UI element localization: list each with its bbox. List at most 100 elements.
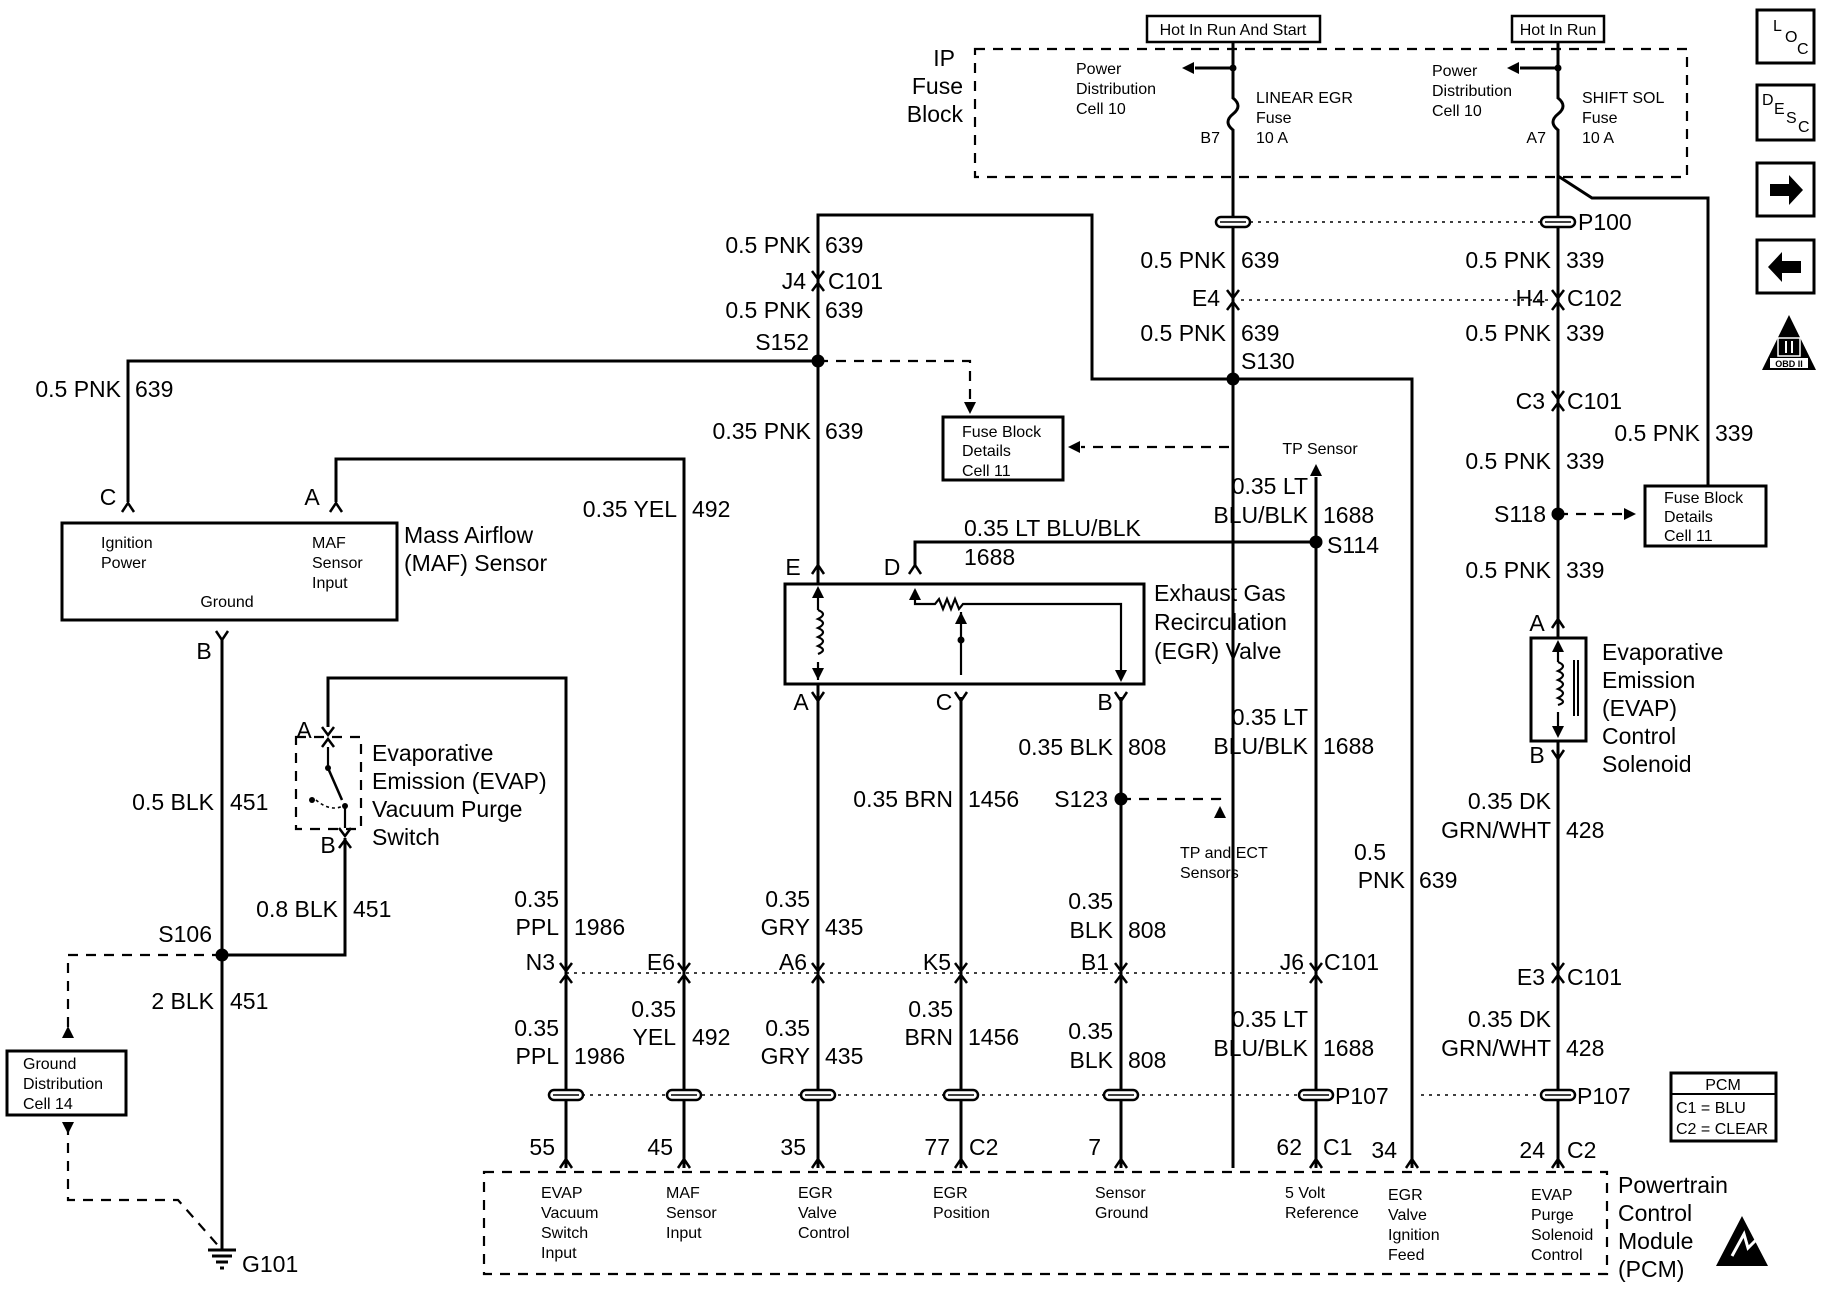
wire-number: 428	[1566, 817, 1604, 843]
wire-label: 0.35 BRN	[853, 786, 953, 812]
wire-number: 1688	[1323, 733, 1374, 759]
pcm-title-1: Powertrain	[1618, 1172, 1728, 1198]
wire-label: 0.8 BLK	[256, 896, 338, 922]
evap-control-solenoid: A B Evaporative Emission (EVAP) Control …	[1529, 610, 1723, 777]
previous-arrow-icon[interactable]	[1755, 238, 1816, 295]
egr-title-1: Exhaust Gas	[1154, 580, 1286, 606]
next-arrow-icon[interactable]	[1755, 161, 1816, 218]
ground-label-g101: G101	[242, 1251, 298, 1277]
wire-label: 0.5 BLK	[132, 789, 214, 815]
connector-pin-j6: J6	[1280, 949, 1304, 975]
splice-label-s123: S123	[1054, 786, 1108, 812]
connector-pin-e3: E3	[1517, 964, 1545, 990]
hot-in-run-and-start-box	[1145, 14, 1322, 44]
obd-ii-icon[interactable]: OBD II	[1762, 315, 1816, 370]
linear-egr-fuse-label-1: LINEAR EGR	[1256, 90, 1353, 107]
pcm-fn-evap-vac-3: Switch	[541, 1225, 588, 1242]
connector-pin-c3: C3	[1516, 388, 1545, 414]
wire-number: 435	[825, 914, 863, 940]
ground-g101-icon	[208, 1248, 236, 1270]
wire-label: 2 BLK	[151, 988, 214, 1014]
egr-coil-icon	[812, 586, 825, 680]
evap-solenoid-coil-icon	[1552, 640, 1579, 738]
evap-vacuum-purge-switch: A B Evaporative Emission (EVAP) Vacuum P…	[294, 717, 547, 858]
power-distribution-left-2: Distribution	[1076, 81, 1156, 98]
connector-pin-e4: E4	[1192, 285, 1220, 311]
hot-in-run-and-start-label: Hot In Run And Start	[1160, 22, 1307, 39]
pcm-legend-c1: C1 = BLU	[1676, 1100, 1746, 1117]
fuse-details-left-1: Fuse Block	[962, 424, 1042, 441]
wire-number: 339	[1566, 557, 1604, 583]
description-icon[interactable]: D E S C	[1755, 83, 1816, 142]
connector-c101: C101	[828, 268, 883, 294]
wire-number: 339	[1566, 247, 1604, 273]
ground-distribution-box[interactable]: Ground Distribution Cell 14	[5, 1049, 128, 1117]
wire-label: 0.35 PNK	[713, 418, 812, 444]
wire-number: 339	[1715, 420, 1753, 446]
fuse-pin-b7: B7	[1200, 130, 1220, 147]
egr-pin-c: C	[936, 689, 953, 715]
shift-sol-fuse-label-2: Fuse	[1582, 110, 1618, 127]
power-distribution-right-1: Power	[1432, 63, 1478, 80]
splice-label-s118: S118	[1494, 501, 1546, 527]
pcm-title-3: Module	[1618, 1228, 1693, 1254]
maf-ground-label: Ground	[200, 594, 253, 611]
fuse-block-details-left[interactable]: Fuse Block Details Cell 11	[941, 415, 1065, 482]
wire-label: 0.5	[1354, 839, 1386, 865]
wire-label: BLK	[1070, 917, 1114, 943]
pcm-fn-egr-ign-1: EGR	[1388, 1187, 1423, 1204]
wire-number: 808	[1128, 734, 1166, 760]
loc-letter-c: C	[1797, 41, 1809, 58]
wire-label: GRY	[761, 914, 810, 940]
egr-potentiometer-icon	[909, 588, 1127, 682]
wire-label: 0.35 BLK	[1018, 734, 1113, 760]
pcm-fn-evap-purge-2: Purge	[1531, 1207, 1574, 1224]
pcm-fn-maf-1: MAF	[666, 1185, 700, 1202]
wire-number: 1688	[1323, 502, 1374, 528]
desc-letter-c: C	[1798, 119, 1810, 136]
splice-s152	[811, 354, 825, 368]
wire-number: 639	[135, 376, 173, 402]
evap-switch-title-2: Emission (EVAP)	[372, 768, 547, 794]
power-distribution-right-3: Cell 10	[1432, 103, 1482, 120]
splice-s123	[1114, 792, 1128, 806]
wire-label: 0.35 LT	[1232, 704, 1308, 730]
fuse-details-right-2: Details	[1664, 509, 1713, 526]
wire-number: 639	[1241, 320, 1279, 346]
fuse-details-left-3: Cell 11	[962, 463, 1011, 480]
evap-solenoid-pin-a: A	[1529, 610, 1545, 636]
desc-letter-d: D	[1762, 92, 1774, 109]
wire-label: 0.5 PNK	[1614, 420, 1700, 446]
pcm-pin-24: 24	[1519, 1137, 1545, 1163]
splice-s130	[1226, 372, 1240, 386]
wire-number: 1688	[964, 544, 1015, 570]
splice-label-s130: S130	[1241, 348, 1295, 374]
wire-label: 0.35	[514, 886, 559, 912]
evap-solenoid-title-2: Emission	[1602, 667, 1695, 693]
maf-input-label-1: MAF	[312, 535, 346, 552]
pcm-fn-egr-pos-2: Position	[933, 1205, 990, 1222]
hot-in-run-box	[1510, 14, 1606, 44]
evap-switch-title-4: Switch	[372, 824, 440, 850]
wire-number: 639	[1241, 247, 1279, 273]
wire-number: 1986	[574, 1043, 625, 1069]
wire-label: 0.35 LT	[1232, 473, 1308, 499]
pcm-fn-sens-gnd-1: Sensor	[1095, 1185, 1146, 1202]
splice-label-s106: S106	[158, 921, 212, 947]
wire-label: 0.35	[514, 1015, 559, 1041]
maf-pin-a: A	[304, 484, 320, 510]
pcm-fn-evap-purge-4: Control	[1531, 1247, 1583, 1264]
wire-labels: 0.5 PNK 639 0.5 PNK 339 E4 H4 C102 0.5 P…	[35, 232, 1753, 1277]
pcm-fn-egr-ign-2: Valve	[1388, 1207, 1427, 1224]
esd-warning-icon	[1716, 1216, 1768, 1266]
wire-label: 0.35 LT	[1232, 1006, 1308, 1032]
obd-ii-label: OBD II	[1775, 359, 1803, 369]
location-icon[interactable]: L O C	[1755, 8, 1816, 65]
wire-number: 339	[1566, 320, 1604, 346]
ground-dist-label-3: Cell 14	[23, 1096, 73, 1113]
maf-pin-c: C	[100, 484, 117, 510]
connector-c101: C101	[1567, 388, 1622, 414]
fuse-block-details-right[interactable]: Fuse Block Details Cell 11	[1643, 484, 1768, 548]
wire-number: 428	[1566, 1035, 1604, 1061]
